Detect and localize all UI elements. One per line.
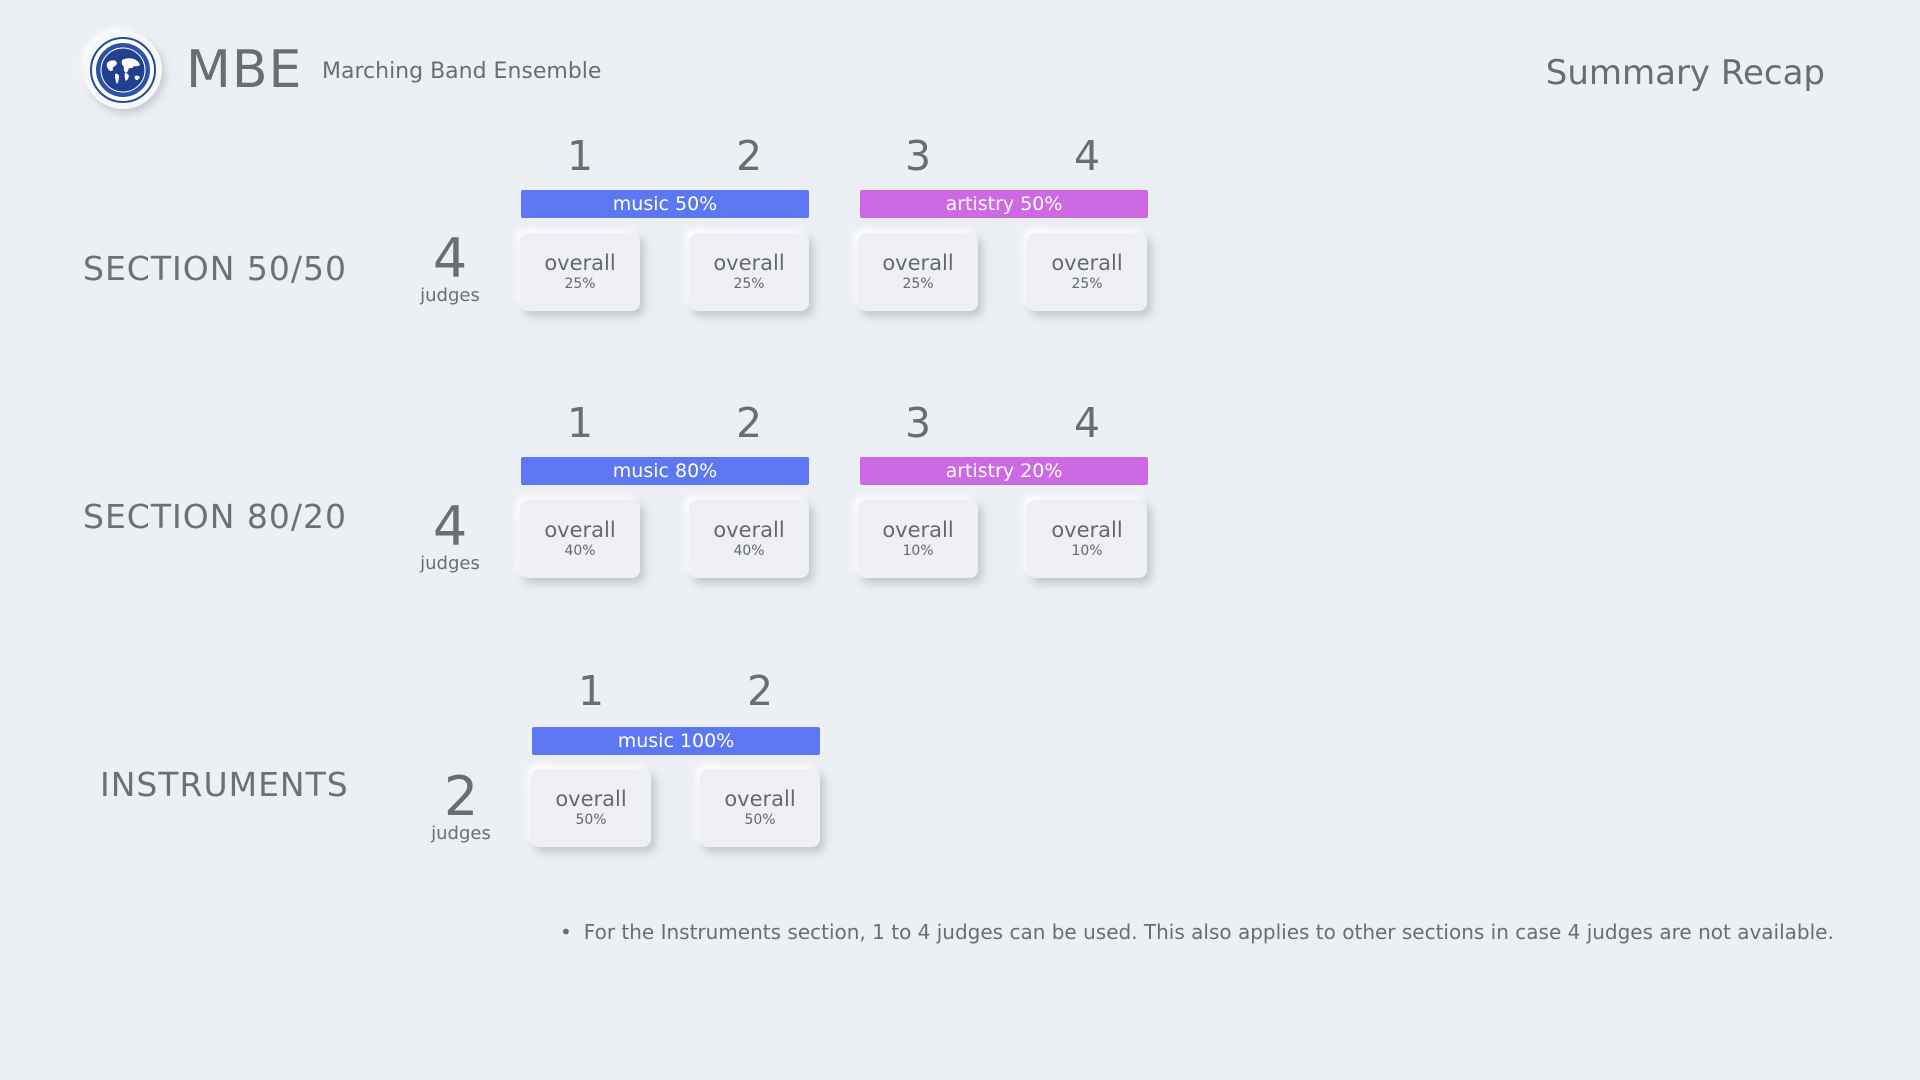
- music-weight-bar: music 80%: [521, 457, 809, 485]
- judge-card: overall 25%: [858, 233, 978, 311]
- card-percent: 25%: [733, 276, 765, 292]
- section-title: SECTION 80/20: [83, 497, 347, 536]
- music-weight-bar: music 50%: [521, 190, 809, 218]
- card-percent: 10%: [1071, 543, 1103, 559]
- section-title: SECTION 50/50: [83, 249, 347, 288]
- card-percent: 10%: [902, 543, 934, 559]
- judges-label: judges: [431, 823, 491, 844]
- judges-count: 4: [432, 495, 468, 558]
- judge-card: overall 50%: [531, 769, 651, 847]
- judge-number: 1: [577, 667, 605, 715]
- judge-card: overall 25%: [689, 233, 809, 311]
- section-title: INSTRUMENTS: [100, 765, 349, 804]
- judge-number: 1: [566, 399, 594, 447]
- card-label: overall: [1051, 518, 1123, 542]
- judges-count-block: 4 judges: [410, 232, 490, 306]
- card-label: overall: [882, 518, 954, 542]
- judge-card: overall 25%: [520, 233, 640, 311]
- card-percent: 25%: [1071, 276, 1103, 292]
- judge-number: 4: [1073, 399, 1101, 447]
- card-percent: 50%: [744, 812, 776, 828]
- artistry-weight-bar: artistry 20%: [860, 457, 1148, 485]
- judge-number: 2: [735, 399, 763, 447]
- card-label: overall: [1051, 251, 1123, 275]
- judge-number: 2: [746, 667, 774, 715]
- brand-subtitle: Marching Band Ensemble: [322, 59, 602, 84]
- judges-count: 4: [432, 227, 468, 290]
- judge-card: overall 40%: [520, 500, 640, 578]
- music-weight-bar: music 100%: [532, 727, 820, 755]
- judge-number: 4: [1073, 132, 1101, 180]
- judge-card: overall 40%: [689, 500, 809, 578]
- judge-number: 3: [904, 399, 932, 447]
- card-label: overall: [713, 518, 785, 542]
- artistry-weight-bar: artistry 50%: [860, 190, 1148, 218]
- judge-card: overall 10%: [1027, 500, 1147, 578]
- card-percent: 50%: [575, 812, 607, 828]
- brand-name: MBE: [186, 40, 303, 100]
- judge-card: overall 10%: [858, 500, 978, 578]
- judge-card: overall 25%: [1027, 233, 1147, 311]
- judges-count: 2: [443, 765, 479, 828]
- card-percent: 40%: [564, 543, 596, 559]
- judges-count-block: 2 judges: [421, 770, 501, 844]
- judges-label: judges: [420, 553, 480, 574]
- card-label: overall: [882, 251, 954, 275]
- card-label: overall: [713, 251, 785, 275]
- card-percent: 25%: [902, 276, 934, 292]
- card-label: overall: [555, 787, 627, 811]
- card-label: overall: [724, 787, 796, 811]
- card-percent: 40%: [733, 543, 765, 559]
- card-percent: 25%: [564, 276, 596, 292]
- judge-number: 3: [904, 132, 932, 180]
- globe-seal-icon: [84, 31, 162, 109]
- judge-card: overall 50%: [700, 769, 820, 847]
- footnote: For the Instruments section, 1 to 4 judg…: [560, 918, 1834, 946]
- judge-number: 2: [735, 132, 763, 180]
- card-label: overall: [544, 518, 616, 542]
- card-label: overall: [544, 251, 616, 275]
- page-title: Summary Recap: [1545, 53, 1825, 93]
- judges-label: judges: [420, 285, 480, 306]
- judge-number: 1: [566, 132, 594, 180]
- judges-count-block: 4 judges: [410, 500, 490, 574]
